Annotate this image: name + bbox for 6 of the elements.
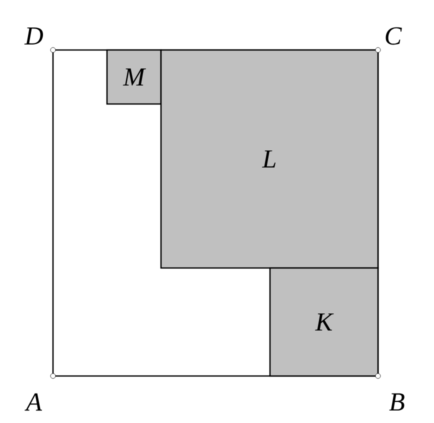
shaded-square: K: [269, 267, 379, 377]
vertex-label: B: [389, 393, 404, 411]
vertex-label: C: [386, 27, 402, 45]
vertex-label: D: [24, 27, 43, 45]
shaded-square: M: [106, 49, 162, 105]
vertex-label: A: [24, 393, 42, 411]
